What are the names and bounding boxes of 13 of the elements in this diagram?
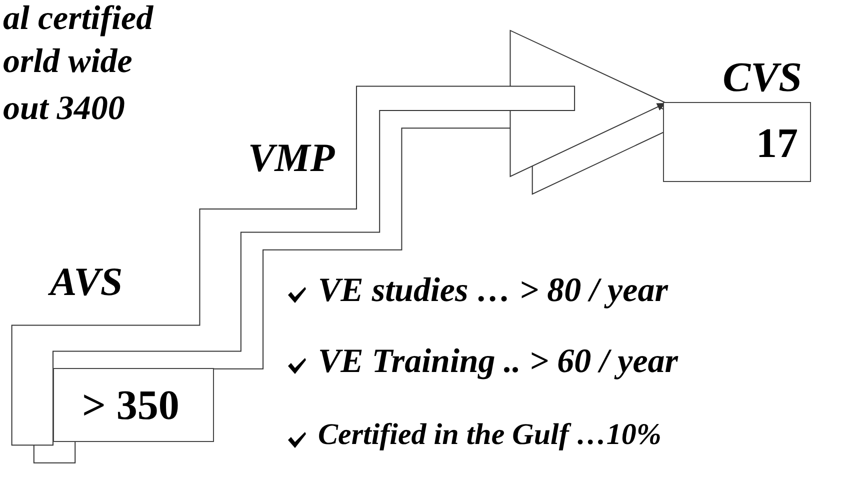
staircase-arrow	[11, 30, 666, 446]
note-text: orld wide	[3, 45, 132, 79]
note-text: out 3400	[3, 92, 125, 126]
node-heading: CVS	[722, 57, 802, 99]
stage-label: AVS	[50, 262, 123, 302]
bullet-text: VE studies … > 80 / year	[318, 274, 668, 308]
value-text: > 350	[82, 385, 180, 427]
value-box	[53, 368, 214, 442]
note-text: al certified	[3, 2, 154, 36]
stage-label: VMP	[248, 138, 335, 178]
bullet-text: VE Training .. > 60 / year	[318, 345, 678, 379]
bullet-text: Certified in the Gulf …10%	[318, 420, 662, 450]
value-text: 17	[756, 123, 798, 165]
